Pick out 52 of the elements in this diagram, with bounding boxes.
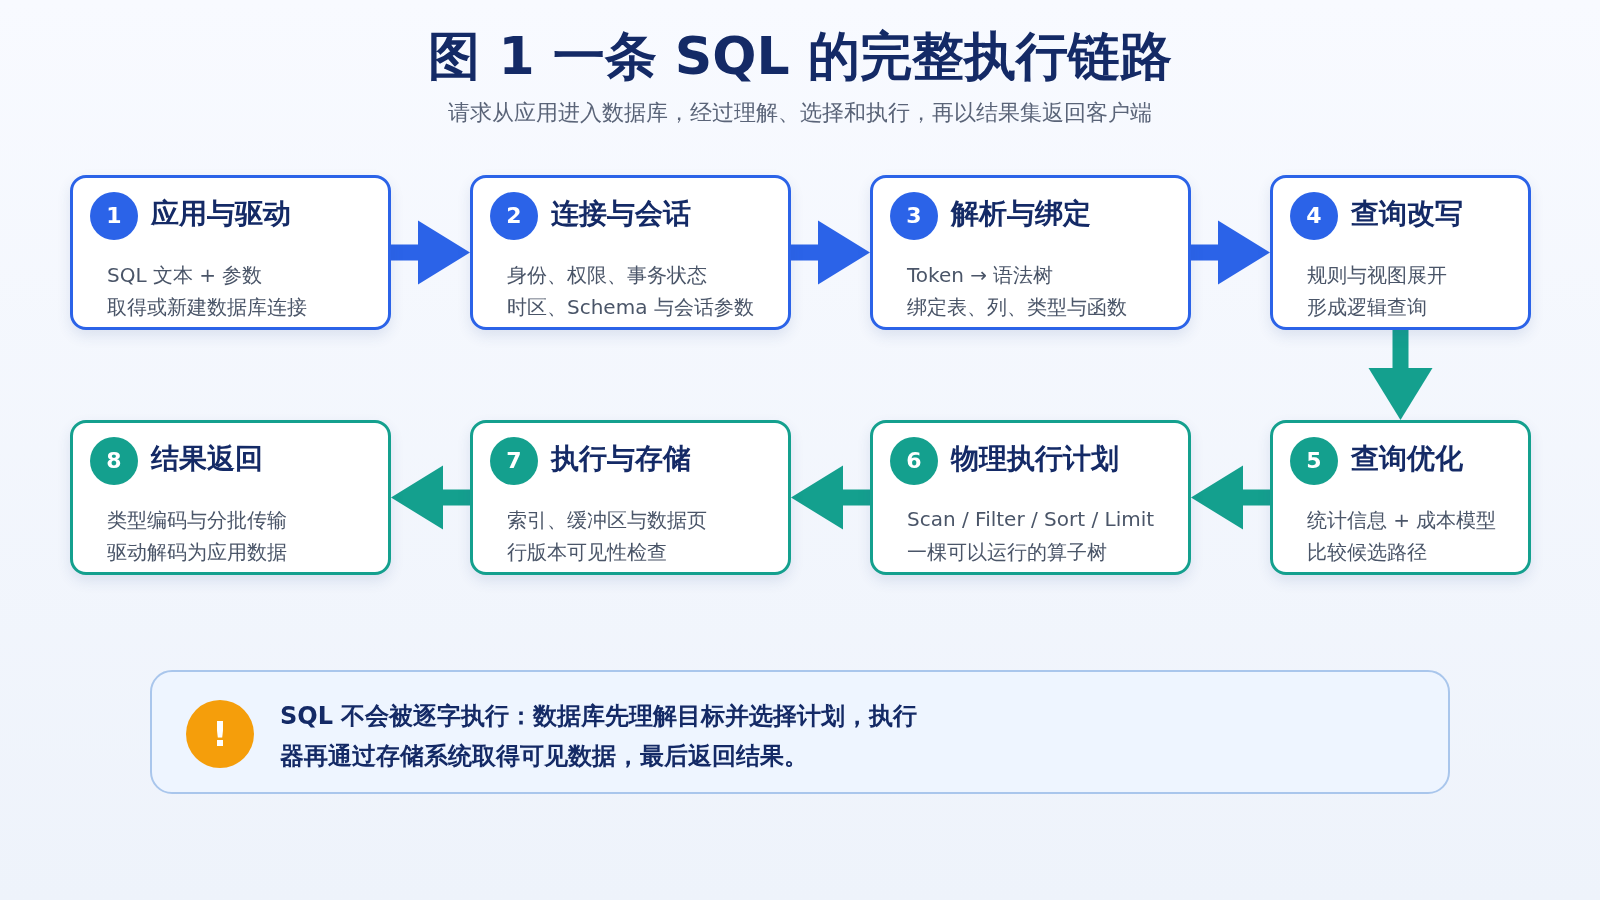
step-card xyxy=(1270,175,1531,330)
subtitle: 请求从应用进入数据库，经过理解、选择和执行，再以结果集返回客户端 xyxy=(448,99,1152,127)
step-detail: 规则与视图展开 xyxy=(1307,262,1447,289)
step-number: 7 xyxy=(490,437,538,485)
step-card xyxy=(1270,420,1531,575)
step-title: 应用与驱动 xyxy=(151,196,291,232)
step-number: 6 xyxy=(890,437,938,485)
note-callout xyxy=(150,670,1450,794)
step-number: 1 xyxy=(90,192,138,240)
step-card xyxy=(70,420,391,575)
step-detail: 形成逻辑查询 xyxy=(1307,294,1427,321)
step-card xyxy=(470,175,791,330)
arrow xyxy=(391,220,470,285)
arrow xyxy=(391,465,470,530)
alert-badge: ! xyxy=(186,700,254,768)
arrow xyxy=(1191,220,1270,285)
step-card xyxy=(70,175,391,330)
step-number: 2 xyxy=(490,192,538,240)
step-detail: Scan / Filter / Sort / Limit xyxy=(907,507,1155,531)
step-detail: 一棵可以运行的算子树 xyxy=(907,539,1107,566)
step-card xyxy=(870,175,1191,330)
step-title: 执行与存储 xyxy=(551,441,691,477)
step-detail: 身份、权限、事务状态 xyxy=(507,262,707,289)
step-title: 解析与绑定 xyxy=(951,196,1091,232)
step-detail: Token → 语法树 xyxy=(907,262,1054,289)
arrow xyxy=(791,220,870,285)
step-number: 4 xyxy=(1290,192,1338,240)
step-detail: 行版本可见性检查 xyxy=(507,539,667,566)
step-title: 连接与会话 xyxy=(551,196,691,232)
arrow xyxy=(791,465,870,530)
step-card xyxy=(470,420,791,575)
arrow xyxy=(1368,330,1433,420)
arrow xyxy=(1191,465,1270,530)
step-detail: 类型编码与分批传输 xyxy=(107,507,287,534)
step-number: 8 xyxy=(90,437,138,485)
diagram-title: 图 1 一条 SQL 的完整执行链路 xyxy=(428,25,1172,88)
step-title: 查询改写 xyxy=(1351,196,1463,232)
step-detail: 时区、Schema 与会话参数 xyxy=(507,294,754,321)
step-detail: 索引、缓冲区与数据页 xyxy=(507,507,707,534)
step-detail: 驱动解码为应用数据 xyxy=(107,539,287,566)
step-detail: 统计信息 + 成本模型 xyxy=(1307,507,1497,534)
step-detail: 取得或新建数据库连接 xyxy=(107,294,307,321)
step-card xyxy=(870,420,1191,575)
step-title: 结果返回 xyxy=(151,441,263,477)
step-number: 3 xyxy=(890,192,938,240)
step-number: 5 xyxy=(1290,437,1338,485)
note-text: SQL 不会被逐字执行：数据库先理解目标并选择计划，执行器再通过存储系统取得可见数据，最后返回结果。 xyxy=(280,701,919,772)
step-detail: 比较候选路径 xyxy=(1307,539,1427,566)
step-title: 查询优化 xyxy=(1351,441,1463,477)
step-detail: SQL 文本 + 参数 xyxy=(107,262,263,289)
step-title: 物理执行计划 xyxy=(951,441,1119,477)
step-detail: 绑定表、列、类型与函数 xyxy=(907,294,1127,321)
